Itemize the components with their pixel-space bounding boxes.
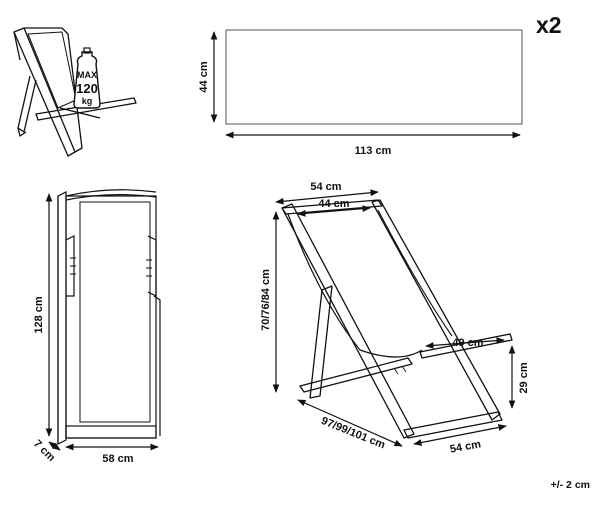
side-armrest-label: 49 cm [452, 337, 483, 349]
side-top-inner-dimension-line [297, 205, 371, 217]
front-height-label: 128 cm [33, 296, 45, 334]
front-depth-dimension-line [48, 441, 61, 451]
tolerance-label: +/- 2 cm [551, 479, 590, 491]
fabric-width-label: 113 cm [355, 145, 392, 157]
weight-badge-line2: 120 [76, 81, 98, 96]
fabric-height-label: 44 cm [198, 61, 210, 92]
weight-badge-line1: MAX [77, 70, 97, 80]
fabric-panel: 44 cm 113 cm [198, 29, 523, 157]
front-depth-label: 7 cm [31, 438, 57, 464]
front-view-chair [57, 189, 161, 445]
side-view-chair [281, 199, 513, 439]
side-depth-dimension-line [297, 399, 403, 447]
weight-badge-line3: kg [82, 96, 93, 106]
side-height-label: 70/76/84 cm [260, 269, 272, 331]
quantity-label: x2 [536, 12, 562, 38]
weight-icon: MAX 120 kg [73, 47, 101, 109]
side-top-outer-dimension-line [275, 189, 379, 205]
front-width-label: 58 cm [102, 453, 133, 465]
side-depth-label: 97/99/101 cm [319, 415, 387, 452]
side-base-label: 54 cm [449, 438, 482, 455]
side-top-outer-label: 54 cm [310, 181, 341, 193]
side-seat-height-label: 29 cm [518, 362, 530, 393]
side-base-dimension-line [413, 424, 507, 446]
side-top-inner-label: 44 cm [318, 198, 349, 210]
side-armrest-dimension-line [425, 337, 505, 349]
chair-thumbnail [13, 27, 137, 157]
